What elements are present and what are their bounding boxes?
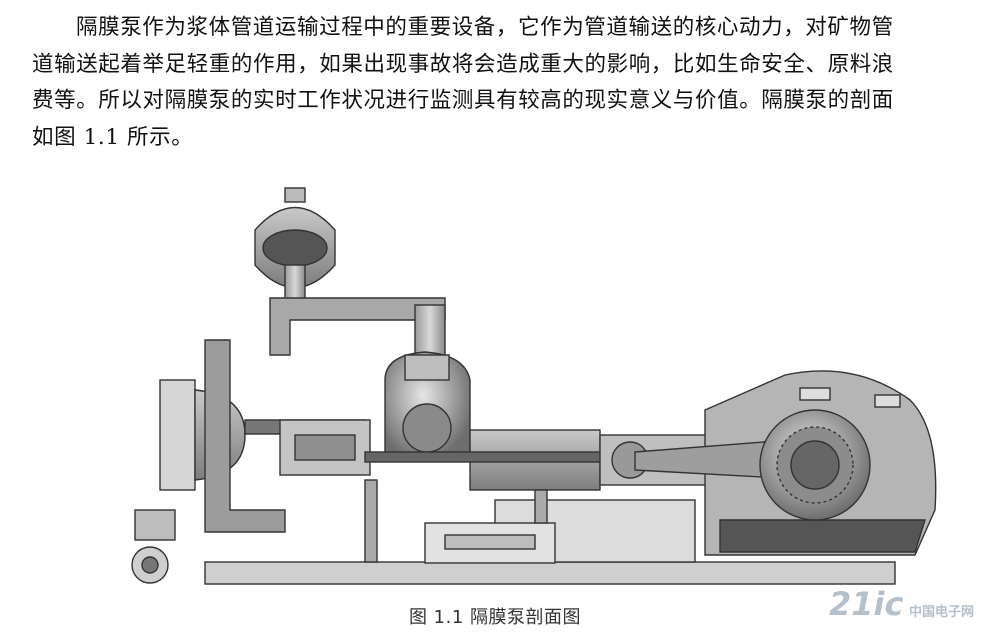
paragraph-line-3: 费等。所以对隔膜泵的实时工作状况进行监测具有较高的现实意义与价值。隔膜泵的剖面 <box>32 88 894 113</box>
watermark-site-name: 中国电子网 <box>908 605 974 620</box>
paragraph-line-1: 隔膜泵作为浆体管道运输过程中的重要设备，它作为管道输送的核心动力，对矿物管 <box>76 15 894 40</box>
body-paragraph: 隔膜泵作为浆体管道运输过程中的重要设备，它作为管道输送的核心动力，对矿物管 道输… <box>32 10 962 156</box>
inlet-pipe <box>204 339 286 533</box>
figure-caption: 图 1.1 隔膜泵剖面图 <box>408 607 582 628</box>
outlet-pipe-top <box>269 297 446 356</box>
diaphragm-pump-cross-section-figure <box>131 187 937 585</box>
paragraph-line-4: 如图 1.1 所示。 <box>32 124 194 150</box>
diaphragm-housing-flange <box>159 379 196 491</box>
pump-drawing <box>131 187 937 585</box>
paragraph-line-2: 道输送起着举足轻重的作用，如果出现事故将会造成重大的影响，比如生命安全、原料浪 <box>32 51 894 77</box>
watermark-logo-text: 21ic <box>828 585 904 623</box>
watermark-logo: 21ic 中国电子网 <box>829 585 974 623</box>
base-plate <box>204 561 896 585</box>
